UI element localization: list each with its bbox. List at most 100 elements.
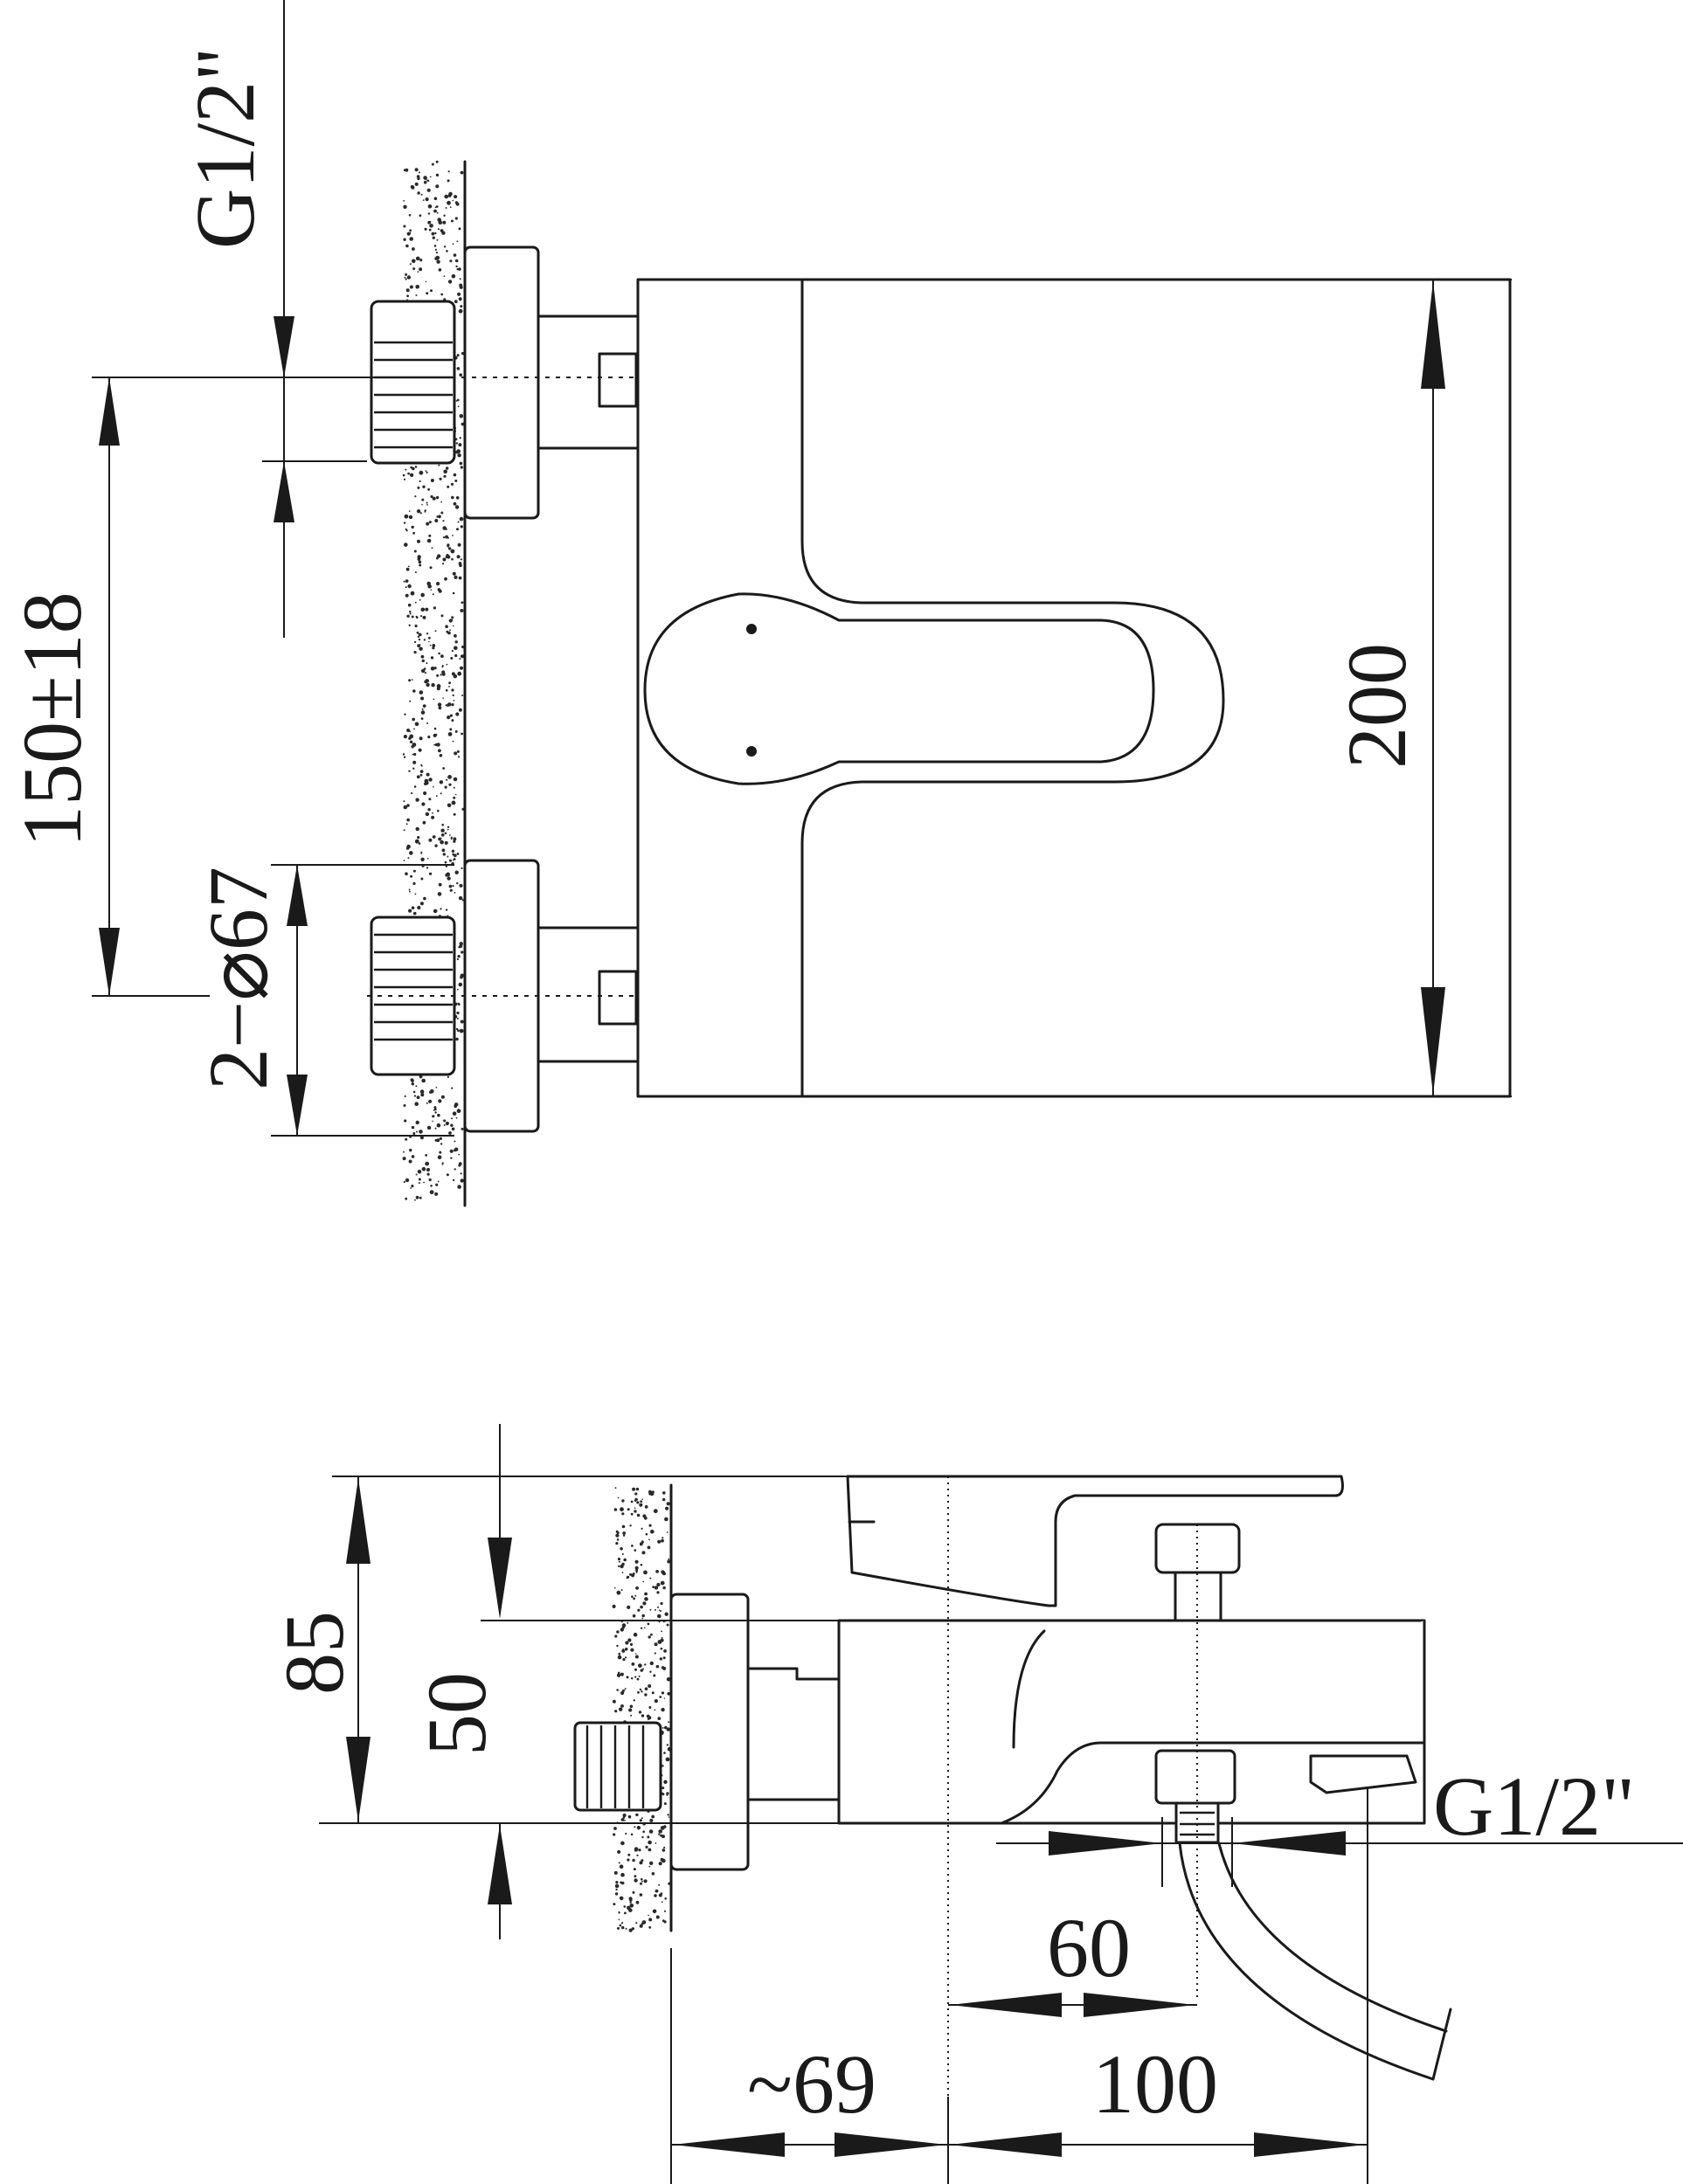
wall-speck	[428, 1178, 432, 1182]
wall-speck	[618, 1911, 620, 1914]
wall-speck	[661, 1636, 663, 1639]
wall-speck	[648, 1918, 653, 1922]
wall-speck	[628, 1708, 633, 1712]
wall-speck	[433, 1108, 437, 1111]
wall-speck	[448, 783, 452, 786]
wall-speck	[415, 1085, 418, 1088]
wall-speck	[405, 273, 408, 276]
wall-speck	[445, 865, 448, 867]
wall-speck	[447, 826, 450, 828]
wall-speck	[433, 197, 438, 201]
wall-speck	[629, 1904, 634, 1908]
wall-speck	[425, 1154, 428, 1157]
wall-speck	[426, 501, 428, 504]
wall-speck	[443, 469, 447, 474]
wall-speck	[403, 1151, 405, 1153]
wall-speck	[455, 1037, 459, 1041]
wall-speck	[616, 1644, 619, 1648]
wall-speck	[437, 218, 442, 222]
wall-speck	[424, 510, 426, 513]
wall-speck	[407, 472, 410, 475]
wall-speck	[634, 1594, 637, 1597]
wall-speck	[634, 1676, 637, 1678]
wall-speck	[657, 1717, 661, 1720]
wall-speck	[418, 1182, 420, 1185]
wall-speck	[440, 833, 445, 837]
wall-speck	[651, 1691, 654, 1695]
wall-speck	[631, 1662, 635, 1666]
wall-speck	[419, 470, 424, 475]
wall-speck	[635, 1487, 640, 1491]
wall-speck	[406, 299, 408, 301]
wall-speck	[440, 654, 444, 658]
wall-speck	[426, 682, 430, 688]
wall-speck	[417, 635, 420, 639]
wall-speck	[455, 1027, 459, 1031]
wall-speck	[642, 1514, 647, 1518]
wall-speck	[648, 1635, 651, 1639]
wall-speck	[409, 890, 411, 893]
wall-speck	[649, 1818, 654, 1822]
wall-speck	[446, 1173, 449, 1177]
wall-speck	[409, 1148, 412, 1152]
wall-speck	[657, 1614, 661, 1619]
wall-speck	[666, 1623, 669, 1627]
wall-speck	[451, 1117, 454, 1120]
wall-speck	[412, 689, 416, 693]
wall-speck	[458, 308, 463, 314]
wall-speck	[414, 722, 419, 727]
wall-speck	[418, 632, 422, 637]
wall-speck	[663, 1780, 668, 1785]
wall-speck	[455, 202, 460, 206]
wall-speck	[454, 479, 458, 482]
wall-speck	[426, 1167, 431, 1172]
wall-speck	[640, 1605, 643, 1609]
wall-speck	[418, 842, 421, 845]
wall-speck	[453, 858, 456, 860]
wall-speck	[410, 1187, 412, 1189]
wall-speck	[447, 200, 451, 205]
wall-speck	[430, 589, 433, 591]
wall-speck	[443, 214, 446, 217]
wall-speck	[628, 1928, 633, 1932]
wall-speck	[429, 872, 433, 875]
wall-speck	[447, 485, 450, 488]
wall-speck	[662, 1656, 666, 1660]
wall-speck	[655, 1915, 660, 1919]
wall-speck	[402, 473, 405, 477]
wall-speck	[419, 1196, 422, 1199]
wall-speck	[430, 289, 433, 293]
wall-speck	[413, 549, 417, 553]
wall-speck	[411, 615, 414, 619]
wall-speck	[423, 639, 426, 641]
eccentric-connector-top	[370, 245, 640, 520]
wall-speck	[439, 780, 444, 784]
wall-speck	[416, 509, 421, 514]
wall-speck	[640, 1669, 643, 1672]
wall-speck	[633, 1699, 635, 1702]
wall-speck	[409, 263, 412, 266]
wall-speck	[419, 214, 422, 218]
wall-speck	[432, 812, 433, 814]
wall-speck	[426, 722, 429, 724]
wall-speck	[456, 1109, 461, 1114]
wall-speck	[460, 558, 463, 561]
wall-speck	[451, 273, 456, 279]
wall-speck	[457, 1185, 461, 1189]
wall-speck	[425, 679, 430, 683]
wall-speck	[435, 733, 438, 736]
wall-speck	[432, 835, 436, 839]
wall-speck	[661, 1793, 665, 1796]
wall-speck	[661, 1570, 665, 1574]
wall-speck	[427, 204, 433, 209]
wall-speck	[431, 232, 435, 236]
wall-speck	[419, 1136, 424, 1140]
wall-speck	[619, 1924, 622, 1927]
wall-speck	[661, 1538, 664, 1543]
wall-speck	[433, 727, 437, 730]
wall-speck	[612, 1604, 616, 1608]
wall-speck	[426, 179, 430, 183]
wall-speck	[667, 1691, 671, 1696]
wall-speck	[414, 495, 417, 498]
wall-speck	[457, 1002, 460, 1006]
